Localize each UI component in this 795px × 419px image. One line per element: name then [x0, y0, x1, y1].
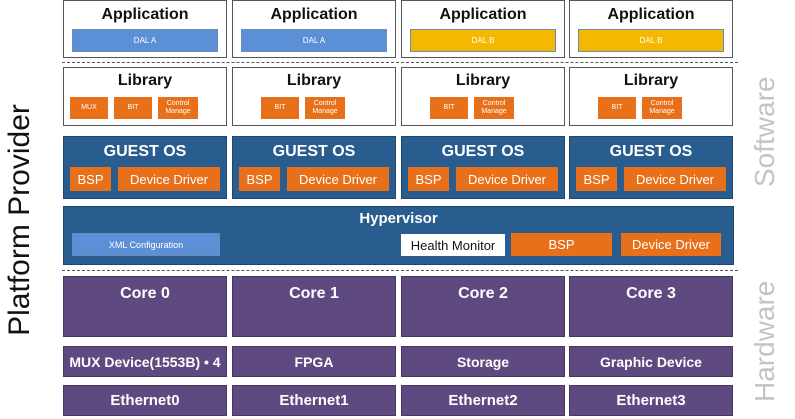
application-box: Application DAL B: [569, 0, 733, 58]
library-box: Library BIT Control Manage: [401, 67, 565, 126]
library-box: Library MUX BIT Control Manage: [63, 67, 227, 126]
library-title: Library: [286, 72, 342, 89]
library-item: MUX: [70, 97, 108, 119]
guest-bsp: BSP: [239, 167, 280, 191]
hw-sw-divider: [62, 270, 738, 271]
device-block: Storage: [401, 346, 565, 377]
hypervisor-bsp: BSP: [511, 233, 612, 256]
guest-bsp: BSP: [70, 167, 111, 191]
dal-badge: DAL B: [410, 29, 556, 52]
dal-badge: DAL A: [241, 29, 387, 52]
library-item: Control Manage: [158, 97, 198, 119]
guest-os-title: GUEST OS: [103, 143, 187, 160]
library-box: Library BIT Control Manage: [232, 67, 396, 126]
device-block: MUX Device(1553B) • 4: [63, 346, 227, 377]
hypervisor-device-driver: Device Driver: [621, 233, 721, 256]
guest-device-driver: Device Driver: [118, 167, 220, 191]
ethernet-block: Ethernet1: [232, 385, 396, 416]
xml-configuration: XML Configuration: [72, 233, 220, 256]
library-title: Library: [455, 72, 511, 89]
guest-os-block: GUEST OS BSP Device Driver: [232, 136, 396, 199]
top-divider: [62, 62, 738, 63]
application-box: Application DAL A: [232, 0, 396, 58]
guest-bsp: BSP: [576, 167, 617, 191]
library-item: Control Manage: [474, 97, 514, 119]
library-item: BIT: [114, 97, 152, 119]
hardware-zone-label: Hardware: [749, 280, 780, 402]
application-title: Application: [607, 6, 695, 23]
guest-os-title: GUEST OS: [609, 143, 693, 160]
core-block: Core 2: [401, 276, 565, 337]
health-monitor: Health Monitor: [401, 234, 505, 256]
guest-os-title: GUEST OS: [441, 143, 525, 160]
application-box: Application DAL A: [63, 0, 227, 58]
library-box: Library BIT Control Manage: [569, 67, 733, 126]
library-title: Library: [623, 72, 679, 89]
hypervisor-title: Hypervisor: [359, 210, 438, 227]
device-block: FPGA: [232, 346, 396, 377]
guest-os-title: GUEST OS: [272, 143, 356, 160]
guest-bsp: BSP: [408, 167, 449, 191]
library-item: BIT: [430, 97, 468, 119]
core-block: Core 0: [63, 276, 227, 337]
guest-device-driver: Device Driver: [287, 167, 389, 191]
device-block: Graphic Device: [569, 346, 733, 377]
software-zone-label: Software: [749, 76, 780, 188]
ethernet-block: Ethernet0: [63, 385, 227, 416]
guest-device-driver: Device Driver: [456, 167, 558, 191]
ethernet-block: Ethernet2: [401, 385, 565, 416]
library-item: Control Manage: [305, 97, 345, 119]
core-block: Core 1: [232, 276, 396, 337]
dal-badge: DAL B: [578, 29, 724, 52]
application-title: Application: [101, 6, 189, 23]
guest-os-block: GUEST OS BSP Device Driver: [401, 136, 565, 199]
application-title: Application: [439, 6, 527, 23]
ethernet-block: Ethernet3: [569, 385, 733, 416]
platform-provider-label: Platform Provider: [3, 104, 36, 336]
guest-os-block: GUEST OS BSP Device Driver: [569, 136, 733, 199]
library-item: BIT: [598, 97, 636, 119]
library-item: BIT: [261, 97, 299, 119]
hypervisor-block: Hypervisor XML Configuration Health Moni…: [63, 206, 734, 265]
library-title: Library: [117, 72, 173, 89]
core-block: Core 3: [569, 276, 733, 337]
guest-os-block: GUEST OS BSP Device Driver: [63, 136, 227, 199]
application-title: Application: [270, 6, 358, 23]
application-box: Application DAL B: [401, 0, 565, 58]
guest-device-driver: Device Driver: [624, 167, 726, 191]
library-item: Control Manage: [642, 97, 682, 119]
dal-badge: DAL A: [72, 29, 218, 52]
